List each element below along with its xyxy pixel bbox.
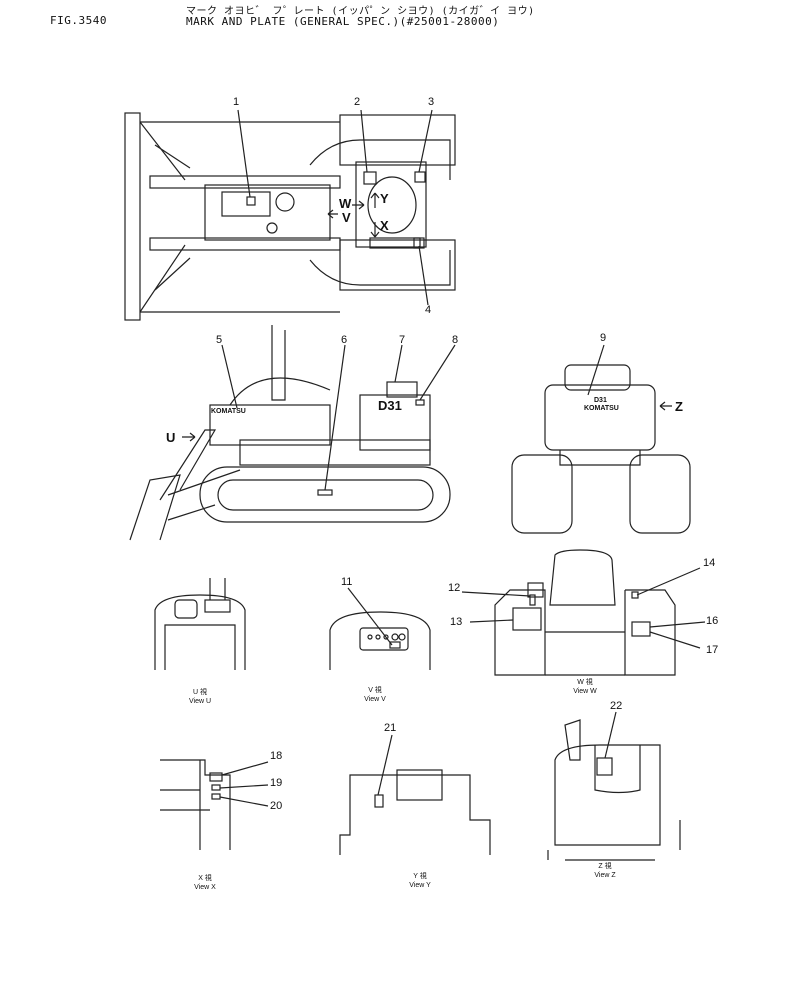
callout-18: 18 (270, 750, 283, 762)
page-title: MARK AND PLATE (GENERAL SPEC.)(#25001-28… (186, 15, 500, 28)
callout-21: 21 (384, 722, 397, 734)
fig-number: FIG.3540 (50, 14, 107, 27)
callout-3: 3 (428, 96, 435, 108)
callout-13: 13 (450, 616, 463, 628)
decal-model-rear: D31 (594, 397, 607, 404)
arrow-label-z: Z (675, 399, 683, 414)
rear-view-drawing: D31 KOMATSU Z (511, 344, 691, 534)
callout-16: 16 (706, 615, 719, 627)
callout-22: 22 (610, 700, 623, 712)
decal-model-side: D31 (378, 398, 402, 413)
view-y-drawing (339, 734, 491, 855)
view-z-drawing (547, 711, 681, 861)
title-japanese: マーク オヨヒ゛ フ゜レート (イッパ゜ン シヨウ) (カイガ゛イ ヨウ) (186, 6, 535, 17)
arrow-label-y: Y (380, 191, 389, 206)
callout-11: 11 (341, 576, 353, 588)
callout-12: 12 (448, 582, 461, 594)
callout-17: 17 (706, 644, 719, 656)
decal-brand-side: KOMATSU (211, 408, 246, 415)
view-x-drawing (160, 759, 269, 850)
arrow-label-u: U (166, 430, 175, 445)
callout-7: 7 (399, 334, 406, 346)
top-view-drawing: W V Y X (124, 109, 456, 321)
callout-8: 8 (452, 334, 459, 346)
callout-14: 14 (703, 557, 716, 569)
arrow-label-w: W (339, 196, 352, 211)
view-u-drawing (154, 578, 246, 670)
view-v-drawing (329, 587, 431, 670)
side-view-drawing: KOMATSU D31 U (129, 325, 456, 541)
callout-6: 6 (341, 334, 348, 346)
view-w-drawing (461, 549, 706, 676)
callout-2: 2 (354, 96, 361, 108)
callout-1: 1 (233, 96, 240, 108)
callout-20: 20 (270, 800, 283, 812)
callout-4: 4 (425, 304, 432, 316)
callout-9: 9 (600, 332, 607, 344)
arrow-label-v: V (342, 210, 351, 225)
callout-19: 19 (270, 777, 283, 789)
decal-brand-rear: KOMATSU (584, 405, 619, 412)
arrow-label-x: X (380, 218, 389, 233)
callout-5: 5 (216, 334, 223, 346)
